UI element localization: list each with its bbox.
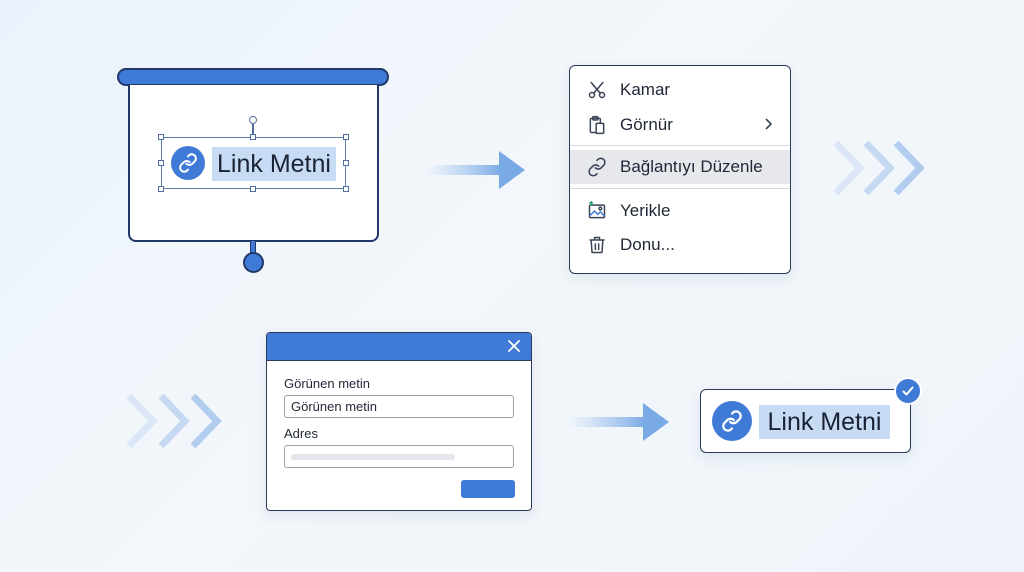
image-icon: [586, 200, 608, 222]
link-icon: [712, 401, 752, 441]
menu-item-label: Yerikle: [620, 201, 671, 220]
link-text[interactable]: Link Metni: [759, 405, 890, 439]
resize-handle-bottom[interactable]: [250, 186, 256, 192]
resize-handle-bottom-right[interactable]: [343, 186, 349, 192]
chevrons-right-icon: [125, 392, 227, 450]
rotation-handle-line: [252, 122, 254, 137]
menu-item-label: Görnür: [620, 115, 673, 134]
display-text-label: Görünen metin: [284, 376, 370, 391]
dialog-title-bar: [267, 333, 531, 361]
projector-screen-top-bar: [117, 68, 389, 86]
menu-divider: [570, 145, 790, 146]
link-icon: [586, 156, 608, 178]
chevrons-right-icon: [832, 139, 932, 197]
resize-handle-left[interactable]: [158, 160, 164, 166]
link-icon: [171, 146, 205, 180]
menu-divider: [570, 188, 790, 189]
projector-stand-base: [243, 252, 264, 273]
projector-stand: [250, 241, 256, 257]
clipboard-icon: [586, 114, 608, 136]
arrow-right-icon: [567, 402, 669, 442]
trash-icon: [586, 234, 608, 256]
address-label: Adres: [284, 426, 318, 441]
address-placeholder-bar: [291, 453, 455, 460]
link-text[interactable]: Link Metni: [212, 147, 336, 181]
menu-item-cut[interactable]: Kamar: [570, 73, 790, 107]
menu-item-edit-link[interactable]: Bağlantıyı Düzenle: [570, 150, 790, 184]
menu-item-label: Donu...: [620, 235, 675, 254]
resize-handle-top[interactable]: [250, 134, 256, 140]
menu-item-label: Kamar: [620, 80, 671, 99]
address-field[interactable]: [284, 445, 514, 468]
menu-item-paste[interactable]: Görnür: [570, 108, 790, 142]
scissors-icon: [586, 79, 608, 101]
resize-handle-top-right[interactable]: [343, 134, 349, 140]
arrow-right-icon: [425, 150, 525, 190]
resize-handle-right[interactable]: [343, 160, 349, 166]
chevron-right-icon: [762, 116, 776, 137]
edit-link-dialog: Görünen metin Görünen metin Adres: [266, 332, 532, 511]
ok-button[interactable]: [461, 480, 515, 498]
menu-item-label: Bağlantıyı Düzenle: [620, 157, 763, 176]
rotation-handle[interactable]: [249, 116, 257, 124]
resize-handle-bottom-left[interactable]: [158, 186, 164, 192]
menu-item-replace-image[interactable]: Yerikle: [570, 194, 790, 228]
resize-handle-top-left[interactable]: [158, 134, 164, 140]
display-text-field[interactable]: Görünen metin: [284, 395, 514, 418]
checkmark-icon: [894, 377, 922, 405]
context-menu: Kamar Görnür Bağlantıyı Düzenle: [569, 65, 791, 274]
close-icon[interactable]: [506, 338, 522, 354]
menu-item-delete[interactable]: Donu...: [570, 228, 790, 262]
